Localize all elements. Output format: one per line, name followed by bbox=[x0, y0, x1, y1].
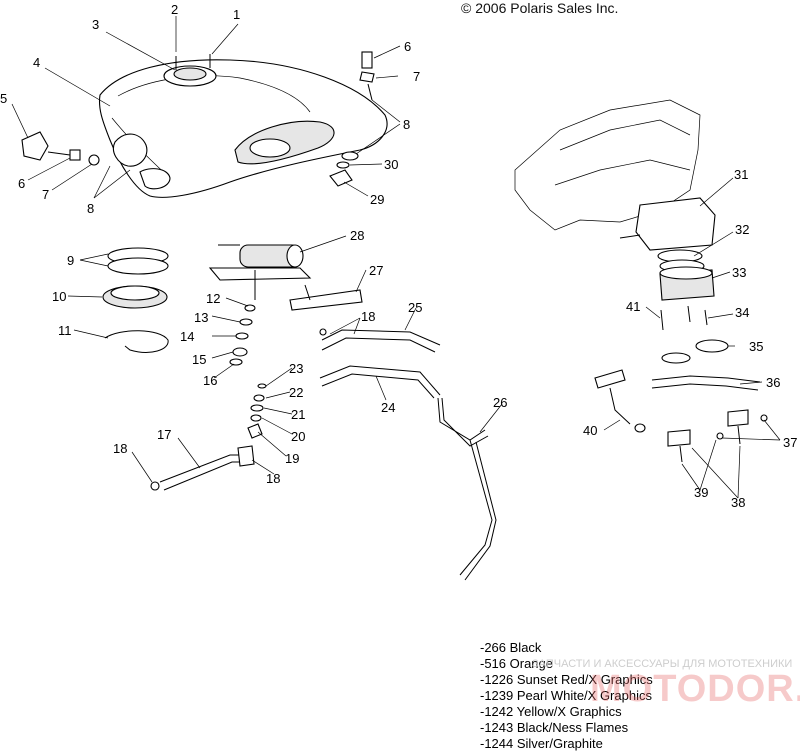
callout-36: 36 bbox=[766, 375, 781, 390]
callout-21: 21 bbox=[291, 407, 306, 422]
callout-14: 14 bbox=[180, 329, 195, 344]
legend-item: -1242 Yellow/X Graphics bbox=[480, 704, 622, 719]
callout-6-left: 6 bbox=[18, 176, 26, 191]
fuel-pump-ring-illustration bbox=[102, 247, 169, 353]
fuel-tank-illustration bbox=[21, 54, 388, 198]
small-fittings-illustration bbox=[229, 304, 267, 439]
callout-20: 20 bbox=[291, 429, 306, 444]
callout-1: 1 bbox=[233, 7, 241, 22]
callout-30: 30 bbox=[384, 157, 399, 172]
callout-11: 11 bbox=[58, 323, 72, 338]
callout-23: 23 bbox=[289, 361, 304, 376]
callout-13: 13 bbox=[194, 310, 209, 325]
callout-34: 34 bbox=[735, 305, 750, 320]
watermark-text: ЗАПЧАСТИ И АКСЕССУАРЫ ДЛЯ МОТОТЕХНИКИ bbox=[532, 658, 793, 670]
copyright-notice: © 2006 Polaris Sales Inc. bbox=[461, 0, 619, 16]
callout-7-left: 7 bbox=[42, 187, 50, 202]
throttle-body-illustration bbox=[514, 99, 768, 463]
legend-item: -1239 Pearl White/X Graphics bbox=[480, 688, 652, 703]
callout-26: 26 bbox=[493, 395, 508, 410]
callout-40: 40 bbox=[583, 423, 598, 438]
callout-19: 19 bbox=[285, 451, 300, 466]
callout-15: 15 bbox=[192, 352, 207, 367]
callout-33: 33 bbox=[732, 265, 747, 280]
callout-2: 2 bbox=[171, 2, 179, 17]
callout-10: 10 bbox=[52, 289, 67, 304]
legend-item: -266 Black bbox=[480, 640, 542, 655]
callout-35: 35 bbox=[749, 339, 764, 354]
callout-18-top: 18 bbox=[361, 309, 376, 324]
legend-item: -1226 Sunset Red/X Graphics bbox=[480, 672, 653, 687]
callout-8-right: 8 bbox=[403, 117, 411, 132]
callout-18-left: 18 bbox=[113, 441, 128, 456]
callout-16: 16 bbox=[203, 373, 218, 388]
watermark-logo: MOTODOR.RU bbox=[590, 668, 800, 710]
callout-25: 25 bbox=[408, 300, 423, 315]
callout-31: 31 bbox=[734, 167, 749, 182]
callout-9: 9 bbox=[67, 253, 75, 268]
callout-6-right: 6 bbox=[404, 39, 412, 54]
callout-5: 5 bbox=[0, 91, 8, 106]
callout-3: 3 bbox=[92, 17, 100, 32]
vent-fittings-illustration bbox=[329, 51, 375, 187]
callout-37: 37 bbox=[783, 435, 798, 450]
legend-item: -516 Orange bbox=[480, 656, 553, 671]
callout-4: 4 bbox=[33, 55, 41, 70]
callout-17: 17 bbox=[157, 427, 172, 442]
callout-27: 27 bbox=[369, 263, 384, 278]
leader-lines bbox=[11, 16, 781, 499]
callout-24: 24 bbox=[381, 400, 396, 415]
callout-12: 12 bbox=[206, 291, 221, 306]
callout-32: 32 bbox=[735, 222, 750, 237]
callout-29: 29 bbox=[370, 192, 385, 207]
callout-18-bottom: 18 bbox=[266, 471, 281, 486]
callout-28: 28 bbox=[350, 228, 365, 243]
fuel-hoses-illustration bbox=[150, 328, 497, 581]
callout-8-left: 8 bbox=[87, 201, 95, 216]
callout-7-right: 7 bbox=[413, 69, 421, 84]
legend-item: -1243 Black/Ness Flames bbox=[480, 720, 629, 735]
color-code-legend: -266 Black -516 Orange -1226 Sunset Red/… bbox=[480, 640, 653, 751]
fuel-pump-bracket-illustration bbox=[208, 244, 363, 311]
legend-item: -1244 Silver/Graphite bbox=[480, 736, 603, 751]
callout-41: 41 bbox=[626, 299, 641, 314]
callout-39: 39 bbox=[694, 485, 709, 500]
callout-38: 38 bbox=[731, 495, 746, 510]
callout-22: 22 bbox=[289, 385, 304, 400]
